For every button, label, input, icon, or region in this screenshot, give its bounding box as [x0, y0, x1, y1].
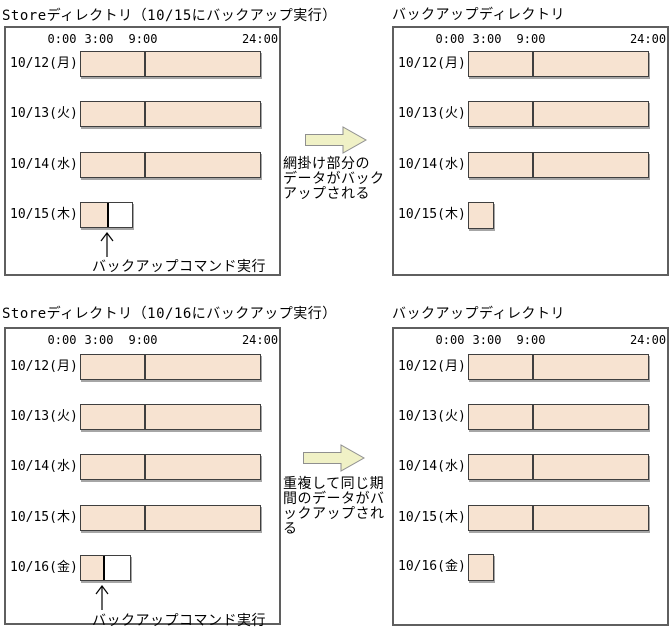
partial-backup-bar	[468, 554, 494, 581]
axis-label-0000: 0:00	[47, 333, 77, 347]
panel-title-store-1015: Storeディレクトリ（10/15にバックアップ実行）	[2, 8, 337, 24]
data-bar	[80, 354, 261, 380]
axis-label-2400: 24:00	[241, 333, 279, 347]
note-line: アップされる	[283, 186, 370, 202]
data-bar	[468, 101, 649, 127]
axis-label-0300: 3:00	[84, 32, 114, 46]
note-top: 網掛け部分の データがバック アップされる	[283, 157, 385, 202]
backed-up-segment	[81, 556, 103, 580]
bar-divider	[532, 152, 534, 178]
panel-title-backup-2: バックアップディレクトリ	[392, 306, 566, 322]
axis-label-0000: 0:00	[435, 333, 465, 347]
axis-label-2400: 24:00	[629, 32, 667, 46]
note-line: 重複して同じ期	[283, 476, 385, 492]
axis-label-2400: 24:00	[241, 32, 279, 46]
row-label: 10/13(火)	[10, 409, 78, 424]
up-arrow-icon	[100, 232, 114, 257]
backup-command-label: バックアップコマンド実行	[92, 613, 266, 629]
data-bar	[468, 354, 649, 380]
panel-backup-2: 0:00 3:00 9:00 24:00 10/12(月) 10/13(火) 1…	[392, 327, 669, 626]
row-label: 10/12(月)	[398, 56, 466, 71]
bar-divider	[144, 101, 146, 127]
axis-label-0900: 9:00	[516, 32, 546, 46]
data-bar	[468, 454, 649, 480]
note-bottom: 重複して同じ期 間のデータがバ ックアップされ る	[283, 477, 385, 537]
partial-data-bar	[80, 202, 133, 228]
panel-title-backup-1: バックアップディレクトリ	[392, 7, 566, 23]
bar-divider	[144, 454, 146, 480]
row-label: 10/12(月)	[10, 56, 78, 71]
bar-divider	[144, 354, 146, 380]
bar-divider	[532, 51, 534, 77]
backup-point-divider	[103, 556, 105, 580]
bar-divider	[144, 404, 146, 430]
right-arrow-icon	[305, 126, 367, 154]
bar-divider	[532, 404, 534, 430]
panel-title-store-1016: Storeディレクトリ（10/16にバックアップ実行）	[2, 306, 337, 322]
panel-store-1016: 0:00 3:00 9:00 24:00 10/12(月) 10/13(火) 1…	[4, 327, 281, 629]
bar-divider	[532, 354, 534, 380]
axis-label-0900: 9:00	[516, 333, 546, 347]
unbacked-segment	[109, 203, 132, 227]
partial-backup-bar	[468, 202, 494, 229]
bar-divider	[532, 101, 534, 127]
bar-divider	[144, 505, 146, 531]
data-bar	[468, 152, 649, 178]
unbacked-segment	[105, 556, 130, 580]
row-label: 10/15(木)	[398, 207, 466, 222]
panel-store-1015: 0:00 3:00 9:00 24:00 10/12(月) 10/13(火) 1…	[4, 26, 281, 276]
axis-label-0900: 9:00	[128, 32, 158, 46]
data-bar	[80, 454, 261, 480]
note-line: 間のデータがバ	[283, 491, 385, 507]
row-label: 10/13(火)	[398, 106, 466, 121]
data-bar	[468, 505, 649, 531]
row-label: 10/14(水)	[398, 459, 466, 474]
note-line: 網掛け部分の	[283, 156, 370, 172]
bar-divider	[532, 505, 534, 531]
backed-up-segment	[81, 203, 107, 227]
up-arrow-icon	[95, 585, 109, 610]
row-label: 10/13(火)	[398, 409, 466, 424]
row-label: 10/14(水)	[10, 459, 78, 474]
axis-label-0300: 3:00	[472, 333, 502, 347]
backup-point-divider	[107, 203, 109, 227]
note-line: ックアップされ	[283, 506, 385, 522]
axis-label-0300: 3:00	[472, 32, 502, 46]
row-label: 10/13(火)	[10, 106, 78, 121]
data-bar	[468, 51, 649, 77]
axis-label-0000: 0:00	[47, 32, 77, 46]
axis-label-2400: 24:00	[629, 333, 667, 347]
note-line: る	[283, 521, 298, 537]
row-label: 10/12(月)	[398, 359, 466, 374]
data-bar	[80, 152, 261, 178]
partial-data-bar	[80, 555, 131, 581]
row-label: 10/15(木)	[10, 510, 78, 525]
data-bar	[80, 404, 261, 430]
backup-command-label: バックアップコマンド実行	[92, 259, 266, 275]
row-label: 10/14(水)	[398, 157, 466, 172]
note-line: データがバック	[283, 171, 385, 187]
axis-label-0000: 0:00	[435, 32, 465, 46]
row-label: 10/14(水)	[10, 157, 78, 172]
data-bar	[80, 505, 261, 531]
bar-divider	[532, 454, 534, 480]
data-bar	[468, 404, 649, 430]
bar-divider	[144, 51, 146, 77]
row-label: 10/15(木)	[398, 510, 466, 525]
row-label: 10/12(月)	[10, 359, 78, 374]
axis-label-0300: 3:00	[84, 333, 114, 347]
axis-label-0900: 9:00	[128, 333, 158, 347]
data-bar	[80, 101, 261, 127]
row-label: 10/16(金)	[398, 559, 466, 574]
right-arrow-icon	[303, 444, 365, 472]
bar-divider	[144, 152, 146, 178]
data-bar	[80, 51, 261, 77]
row-label: 10/16(金)	[10, 560, 78, 575]
row-label: 10/15(木)	[10, 207, 78, 222]
panel-backup-1: 0:00 3:00 9:00 24:00 10/12(月) 10/13(火) 1…	[392, 26, 669, 276]
